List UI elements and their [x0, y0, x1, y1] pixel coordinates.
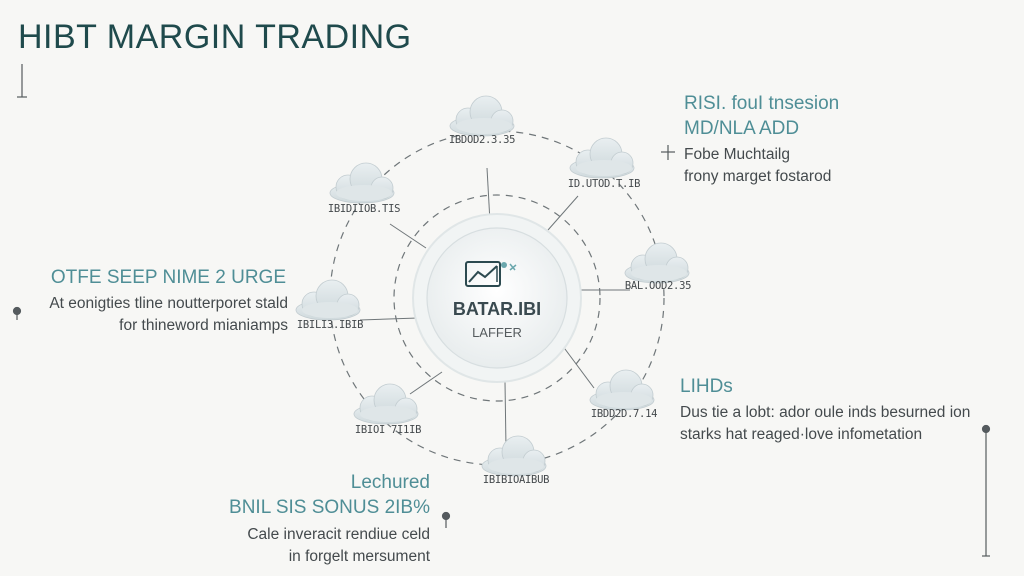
- node-label: IBDD2D.7.14: [590, 408, 658, 420]
- callout-heading: BNIL SIS SONUS 2IB%: [229, 497, 430, 518]
- page-title: HIBT MARGIN TRADING: [18, 18, 412, 56]
- inner-ring: [393, 194, 601, 402]
- marker-pins: [12, 64, 991, 557]
- callout-heading: LIHDs: [680, 376, 733, 397]
- callout-text: Dus tie a lobt: ador oule inds besurned …: [680, 404, 971, 421]
- node-label: IBIOI 7I1IB: [354, 424, 422, 436]
- spokes: [359, 167, 630, 449]
- callout-heading: MD/NLA ADD: [684, 118, 800, 139]
- callout-text: Fobe Muchtailg: [684, 146, 790, 163]
- callout-text: for thineword mianiamps: [119, 317, 288, 334]
- callout-text: frony marget fostarod: [684, 168, 832, 185]
- callout-text: starks hat reaged·love infometation: [680, 426, 923, 443]
- node-label: IBIDIIOB.TIS: [327, 203, 401, 215]
- node-label: BAL.OOD2.35: [624, 280, 692, 292]
- callout-text: Cale inveracit rendiue celd: [247, 526, 430, 543]
- callout-text: At eonigties tline noutterporet stald: [49, 295, 288, 312]
- callout-heading: OTFE SEEP NIME 2 URGE: [50, 267, 286, 288]
- center-subtitle: LAFFER: [472, 325, 522, 340]
- callout-text: in forgelt mersument: [288, 548, 430, 565]
- node-label: IBIBIOAIBUB: [482, 474, 550, 486]
- center-disc: [426, 227, 568, 369]
- callout-heading: RISI. fouI tnsesion: [684, 93, 840, 114]
- node-label: IBDOD2.3.35: [448, 134, 516, 146]
- node-label: ID.UTOD.T.IB: [567, 178, 641, 190]
- chart-icon: [465, 261, 517, 287]
- center-title: BATAR.IBI: [452, 299, 542, 319]
- node-label: IBILI3.IBIB: [296, 319, 364, 331]
- callout-heading: Lechured: [350, 472, 430, 493]
